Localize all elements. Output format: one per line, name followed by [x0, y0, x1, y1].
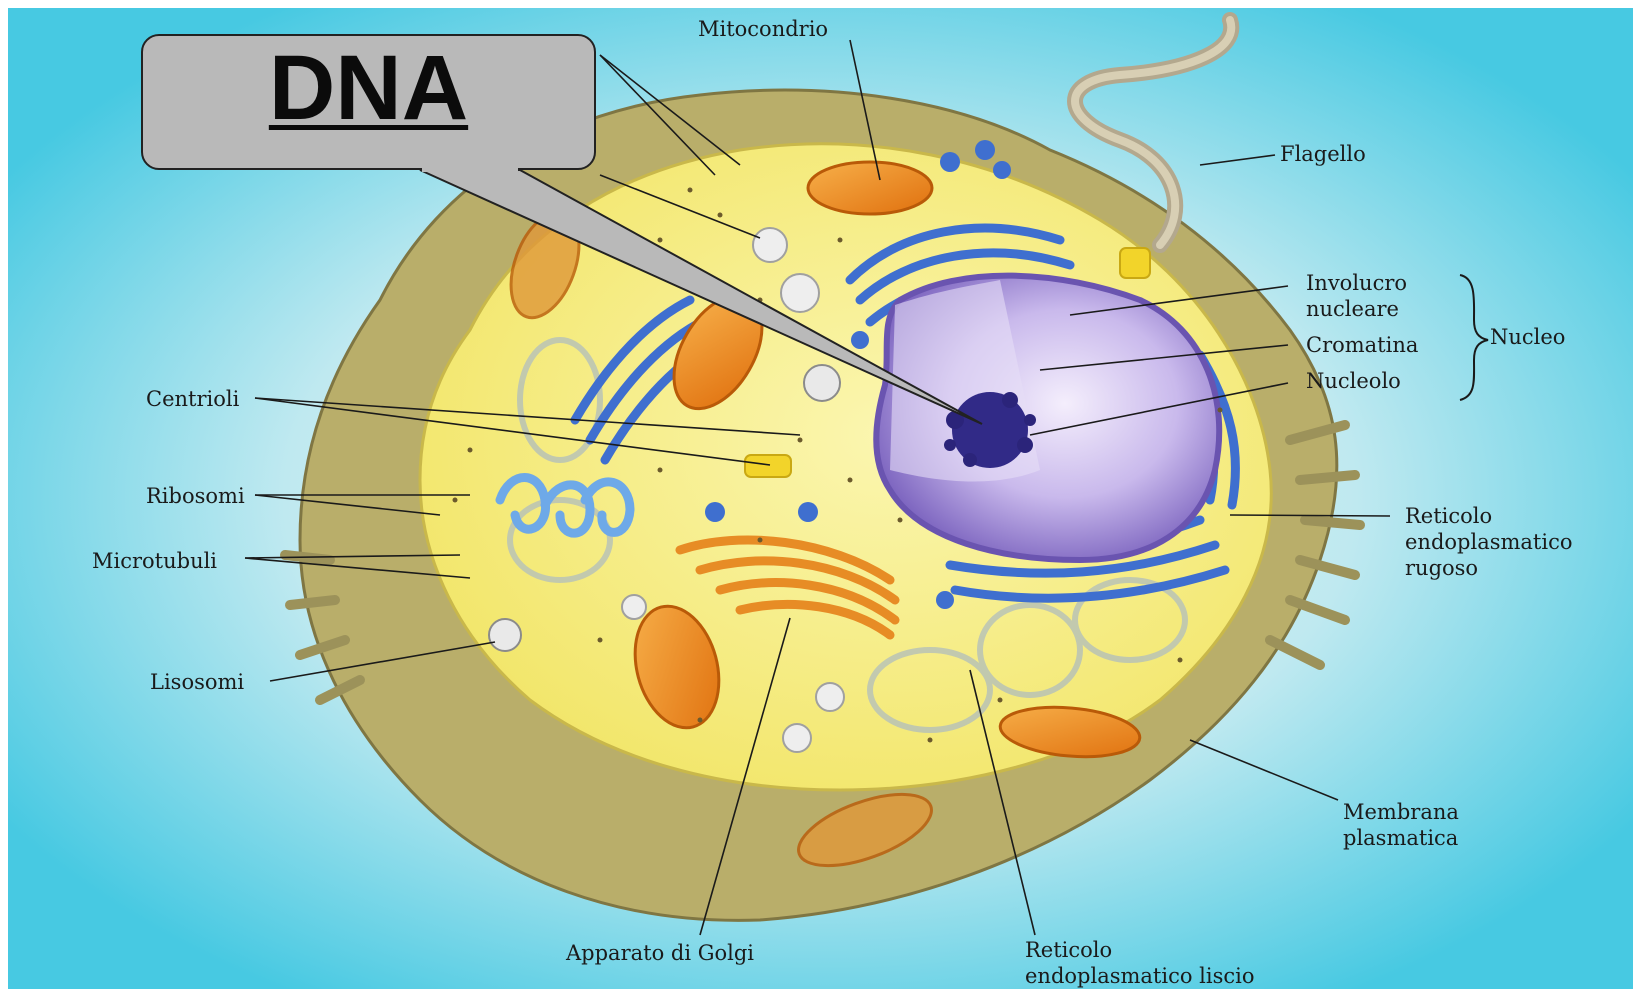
label-involucro-nucleare: Involucro nucleare	[1306, 270, 1407, 322]
label-ribosomi: Ribosomi	[146, 483, 245, 509]
label-ser-line2: endoplasmatico liscio	[1025, 963, 1255, 989]
label-lisosomi: Lisosomi	[150, 669, 244, 695]
label-centrioli: Centrioli	[146, 386, 239, 412]
label-nucleolo: Nucleolo	[1306, 368, 1401, 394]
label-microtubuli: Microtubuli	[92, 548, 217, 574]
label-ser-line1: Reticolo	[1025, 937, 1255, 963]
dna-callout-box: DNA	[141, 34, 596, 170]
label-cromatina: Cromatina	[1306, 332, 1418, 358]
label-rer-line1: Reticolo	[1405, 503, 1573, 529]
label-membrana-line1: Membrana	[1343, 799, 1459, 825]
callout-seam	[422, 166, 518, 172]
label-membrana-plasmatica: Membrana plasmatica	[1343, 799, 1459, 851]
dna-callout-text: DNA	[143, 38, 594, 138]
label-mitocondrio: Mitocondrio	[698, 16, 828, 42]
label-reticolo-liscio: Reticolo endoplasmatico liscio	[1025, 937, 1255, 989]
label-apparato-golgi: Apparato di Golgi	[566, 940, 754, 966]
label-nucleo: Nucleo	[1490, 324, 1565, 350]
label-reticolo-rugoso: Reticolo endoplasmatico rugoso	[1405, 503, 1573, 581]
label-rer-line2: endoplasmatico	[1405, 529, 1573, 555]
label-rer-line3: rugoso	[1405, 555, 1573, 581]
label-flagello: Flagello	[1280, 141, 1366, 167]
label-involucro-line2: nucleare	[1306, 296, 1407, 322]
label-membrana-line2: plasmatica	[1343, 825, 1459, 851]
label-involucro-line1: Involucro	[1306, 270, 1407, 296]
